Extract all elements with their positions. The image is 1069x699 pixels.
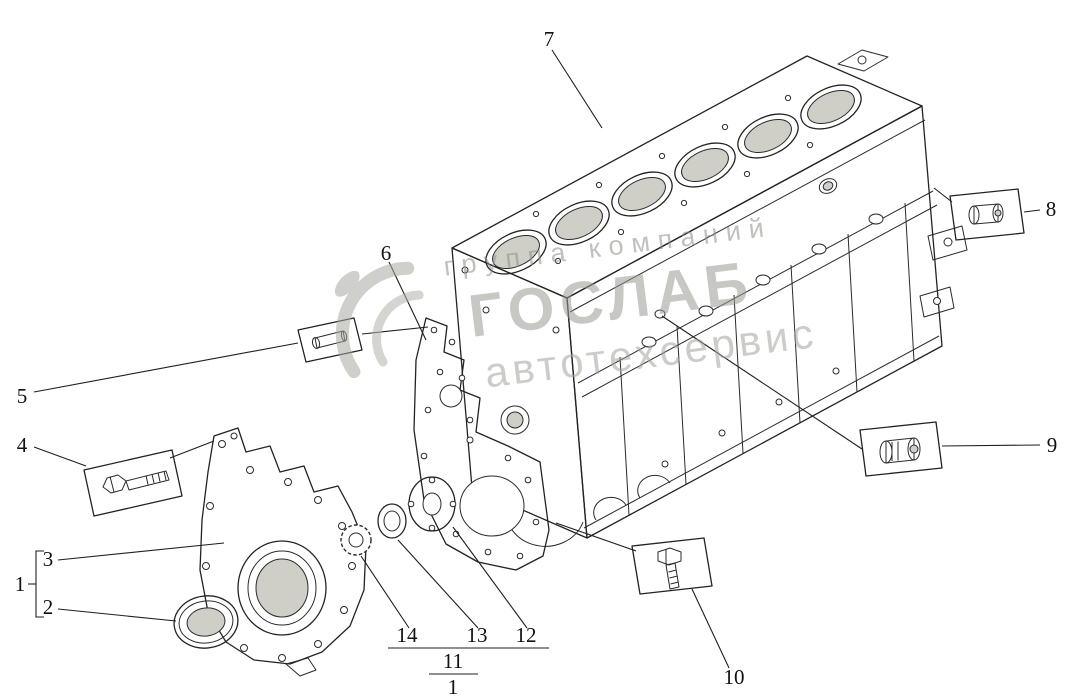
cup-plug-icon xyxy=(968,203,1004,225)
fraction-numerator: 11 xyxy=(443,649,463,673)
leader-7 xyxy=(551,49,603,129)
fraction-denominator: 1 xyxy=(448,675,459,699)
cover-bolt-holes xyxy=(202,432,356,662)
block-top-deck xyxy=(451,49,923,299)
part-box-4 xyxy=(83,449,183,517)
callout-13: 13 xyxy=(467,623,488,647)
leader-4a xyxy=(33,446,87,467)
callout-2: 2 xyxy=(43,595,54,619)
part-box-9 xyxy=(859,421,943,477)
threaded-plug-icon xyxy=(879,437,921,464)
front-cover-gasket xyxy=(413,317,550,571)
watermark-leaf-icon xyxy=(334,261,424,379)
callout-labels: 7 8 9 5 4 6 1 3 2 14 13 12 11 1 10 xyxy=(15,27,1058,699)
deck-holes xyxy=(532,94,814,265)
leader-4b xyxy=(169,440,215,459)
leader-12 xyxy=(452,526,528,629)
callout-9: 9 xyxy=(1047,433,1058,457)
callout-6: 6 xyxy=(381,241,392,265)
leader-10b xyxy=(555,522,637,552)
part-box-10 xyxy=(631,537,713,595)
leader-13 xyxy=(397,539,479,629)
cover-hub xyxy=(237,540,327,636)
callout-4: 4 xyxy=(17,433,28,457)
crankshaft-oil-seal xyxy=(173,595,239,649)
core-plug xyxy=(818,178,838,194)
side-bosses xyxy=(641,213,884,348)
leader-9a xyxy=(661,315,863,450)
callout-14: 14 xyxy=(397,623,419,647)
leader-3 xyxy=(57,542,225,561)
callout-7: 7 xyxy=(544,27,555,51)
hex-bolt-icon xyxy=(102,470,170,494)
retainer-flange xyxy=(407,476,457,532)
leader-2 xyxy=(57,608,177,622)
watermark: группа компаний ГОСЛАБ автотехсервис xyxy=(334,212,820,396)
callout-1: 1 xyxy=(15,572,26,596)
side-ribs xyxy=(619,202,915,516)
leader-10a xyxy=(691,588,730,669)
leader-lines xyxy=(28,49,1041,675)
callout-10: 10 xyxy=(724,665,745,689)
rear-boss xyxy=(837,49,889,72)
front-cover xyxy=(199,427,367,677)
leader-9b xyxy=(941,444,1041,447)
callout-12: 12 xyxy=(516,623,537,647)
hex-bolt-icon-2 xyxy=(657,547,682,590)
leader-5b xyxy=(361,326,429,335)
leader-8a xyxy=(933,187,953,203)
part-box-8 xyxy=(949,188,1025,241)
leader-14 xyxy=(360,555,410,629)
leader-8b xyxy=(1023,209,1041,213)
callout-3: 3 xyxy=(43,547,54,571)
cylinder-bores xyxy=(485,84,862,275)
callout-8: 8 xyxy=(1046,197,1057,221)
rear-lugs xyxy=(919,225,968,318)
callout-5: 5 xyxy=(17,384,28,408)
spacer-ring xyxy=(377,503,407,539)
leader-5a xyxy=(33,342,299,393)
lock-washer xyxy=(340,524,372,556)
